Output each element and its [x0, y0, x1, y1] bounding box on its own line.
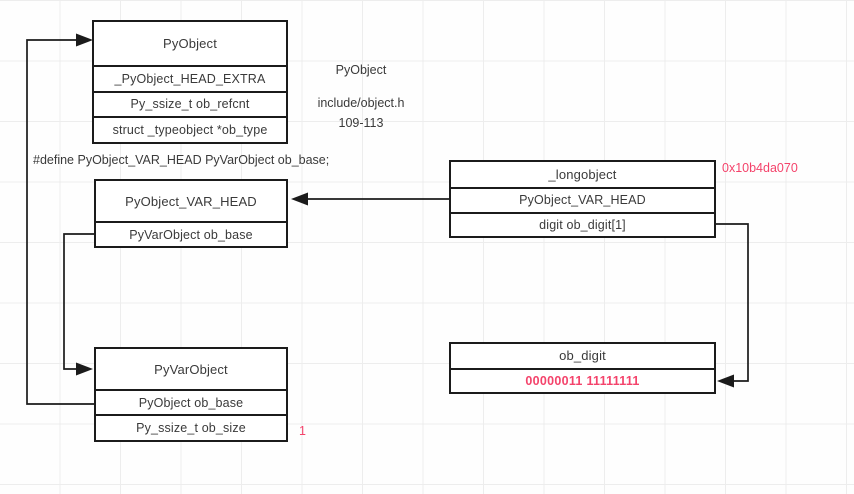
longobject-field-ob-digit: digit ob_digit[1]: [451, 211, 714, 236]
struct-box-pyobject-var-head: PyObject_VAR_HEAD PyVarObject ob_base: [94, 179, 288, 248]
struct-box-longobject: _longobject PyObject_VAR_HEAD digit ob_d…: [449, 160, 716, 238]
pyobject-source-note-line2: include/object.h: [317, 96, 405, 111]
var-head-title: PyObject_VAR_HEAD: [96, 181, 286, 221]
pyobject-source-note-spacer: [303, 80, 419, 94]
wire-obdigit-pointer: [716, 223, 749, 382]
var-head-field-ob-base: PyVarObject ob_base: [96, 221, 286, 246]
pointer-address-note: 0x10b4da070: [722, 161, 798, 175]
struct-box-pyobject: PyObject _PyObject_HEAD_EXTRA Py_ssize_t…: [92, 20, 288, 144]
arrowhead-to-varhead: [291, 192, 308, 206]
pyobject-field-ob-refcnt: Py_ssize_t ob_refcnt: [94, 90, 286, 116]
pyvarobject-title: PyVarObject: [96, 349, 286, 389]
longobject-field-var-head: PyObject_VAR_HEAD: [451, 187, 714, 212]
struct-box-pyvarobject: PyVarObject PyObject ob_base Py_ssize_t …: [94, 347, 288, 442]
arrowhead-to-obdigit-value: [717, 374, 734, 388]
pyvarobject-field-ob-base: PyObject ob_base: [96, 389, 286, 414]
pyobject-field-ob-type: struct _typeobject *ob_type: [94, 115, 286, 143]
ob-digit-value: 00000011 11111111: [451, 367, 714, 392]
pyobject-source-note: PyObject include/object.h 109-113: [303, 61, 419, 133]
pyobject-source-note-line3: 109-113: [338, 115, 384, 130]
struct-box-ob-digit: ob_digit 00000011 11111111: [449, 342, 716, 394]
arrowhead-to-pyvarobject: [76, 362, 93, 376]
pyvarobject-field-ob-size: Py_ssize_t ob_size: [96, 414, 286, 440]
pyobject-title: PyObject: [94, 22, 286, 65]
wire-pyvarobject-obbase-to-pyobject: [26, 39, 94, 405]
pyobject-field-head-extra: _PyObject_HEAD_EXTRA: [94, 64, 286, 91]
define-macro-note: #define PyObject_VAR_HEAD PyVarObject ob…: [33, 153, 330, 167]
arrowhead-to-pyobject: [76, 33, 93, 47]
ob-digit-title: ob_digit: [451, 344, 714, 368]
wire-varhead-obbase-to-pyvarobject: [63, 233, 94, 370]
longobject-title: _longobject: [451, 162, 714, 188]
pyobject-source-note-line1: PyObject: [335, 63, 387, 77]
ob-size-value-note: 1: [299, 424, 306, 438]
